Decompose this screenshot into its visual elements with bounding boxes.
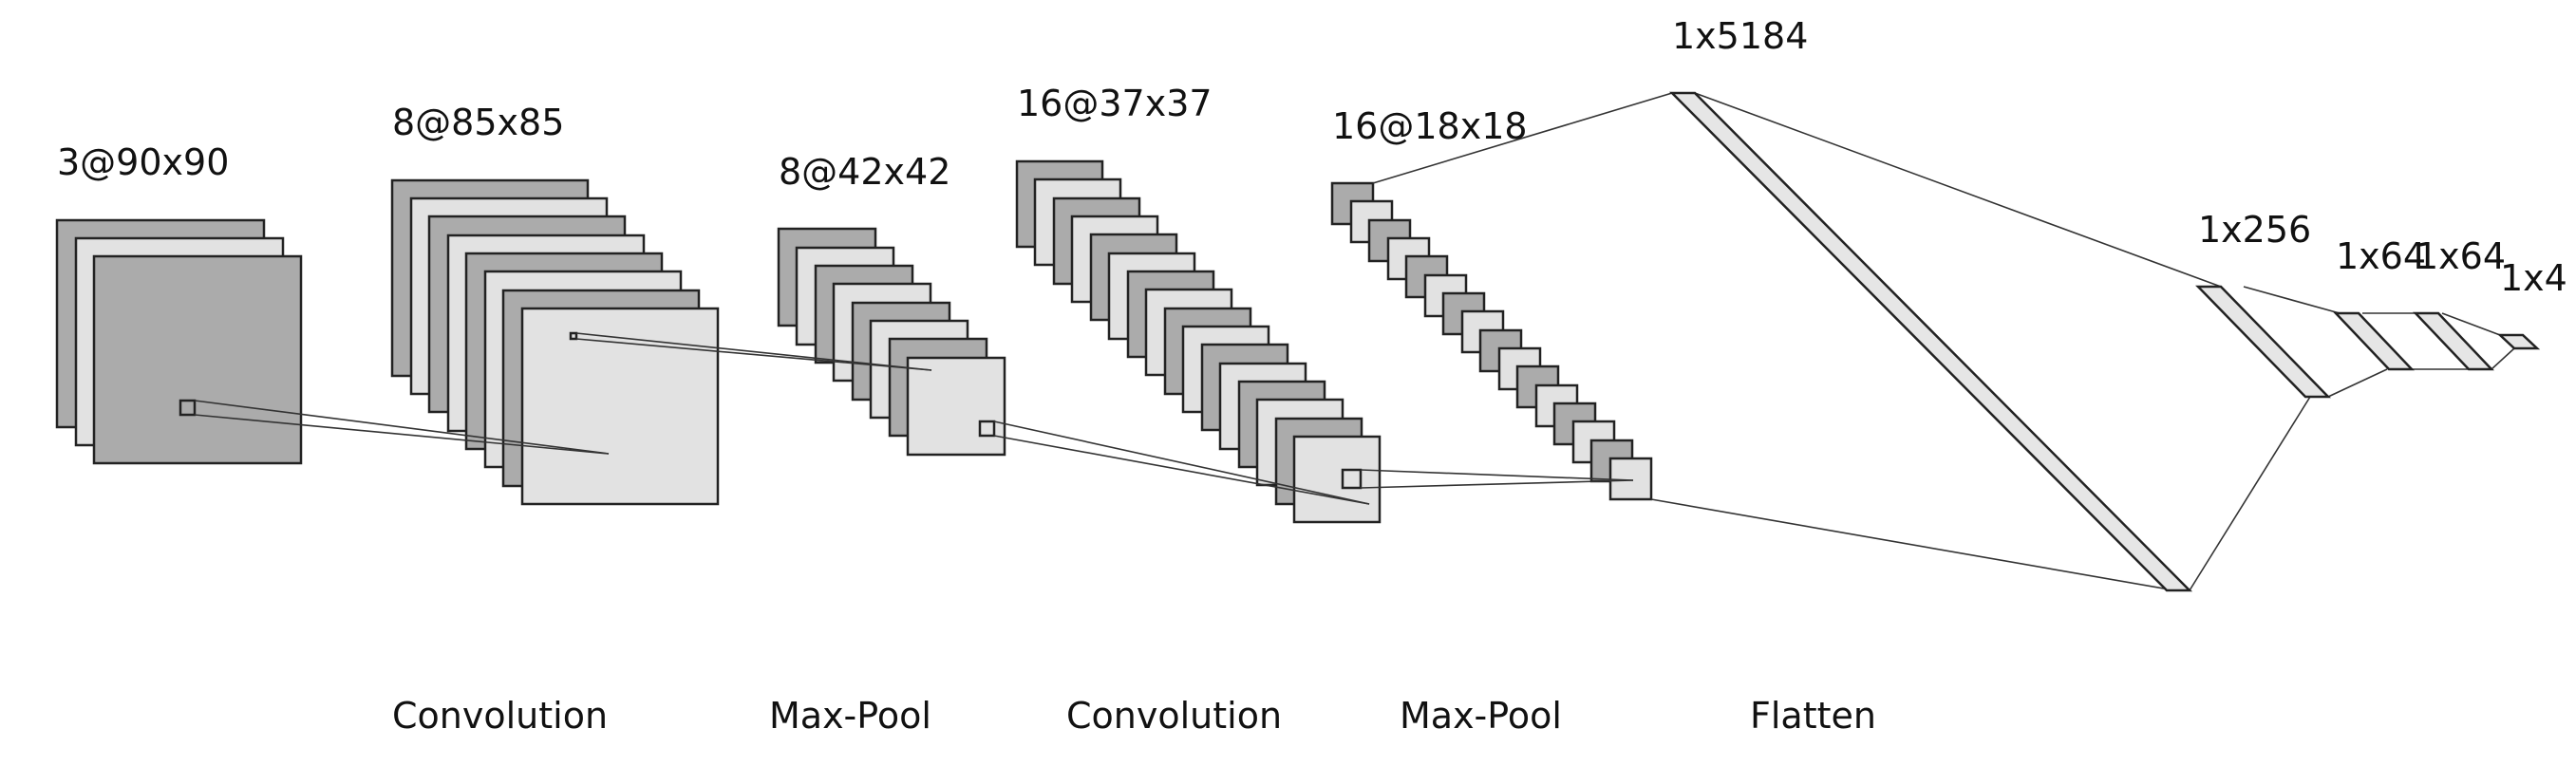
feature-map bbox=[1608, 457, 1653, 501]
operation-label-flatten: Flatten bbox=[1750, 695, 1876, 737]
flatten-layer-bar bbox=[1668, 91, 2193, 592]
layer-label-conv2: 16@37x37 bbox=[1017, 83, 1213, 124]
dense-layers bbox=[1668, 91, 2541, 592]
layer-label-pool2: 16@18x18 bbox=[1332, 105, 1528, 147]
kernel-marker-conv1 bbox=[569, 331, 578, 341]
projection-lines bbox=[194, 332, 1634, 505]
kernel-marker-pool1 bbox=[978, 420, 996, 438]
layer-label-input: 3@90x90 bbox=[57, 141, 229, 183]
feature-map bbox=[92, 254, 303, 465]
kernel-marker-input bbox=[179, 399, 197, 417]
input-feature-maps bbox=[55, 218, 303, 465]
operation-label-convolution-1: Convolution bbox=[392, 695, 608, 737]
conv1-feature-maps bbox=[390, 178, 720, 506]
dense-connection-lines bbox=[1372, 92, 2515, 591]
output-layer-bar bbox=[2496, 333, 2541, 350]
conv2-feature-maps bbox=[1015, 159, 1382, 524]
layer-label-output: 1x4 bbox=[2500, 257, 2567, 299]
kernel-marker-conv2 bbox=[1341, 468, 1363, 490]
fc-64-layer-bar bbox=[2333, 311, 2415, 371]
operation-label-maxpool-2: Max-Pool bbox=[1400, 695, 1562, 737]
layer-label-pool1: 8@42x42 bbox=[779, 151, 950, 193]
layer-label-fc2: 1x64 bbox=[2336, 235, 2426, 277]
pool2-feature-maps bbox=[1330, 181, 1653, 501]
layer-label-fc3: 1x64 bbox=[2416, 235, 2506, 277]
fc-64b-layer-bar bbox=[2413, 311, 2494, 371]
pool1-feature-maps bbox=[777, 227, 1006, 457]
feature-map bbox=[520, 307, 720, 506]
feature-map bbox=[1292, 435, 1382, 524]
layer-label-conv1: 8@85x85 bbox=[392, 102, 564, 143]
fc-256-layer-bar bbox=[2195, 285, 2331, 399]
layer-label-fc1: 1x256 bbox=[2198, 209, 2311, 251]
layer-label-flatten: 1x5184 bbox=[1672, 15, 1808, 57]
operation-label-convolution-2: Convolution bbox=[1066, 695, 1282, 737]
feature-map bbox=[906, 356, 1006, 457]
operation-label-maxpool-1: Max-Pool bbox=[769, 695, 931, 737]
